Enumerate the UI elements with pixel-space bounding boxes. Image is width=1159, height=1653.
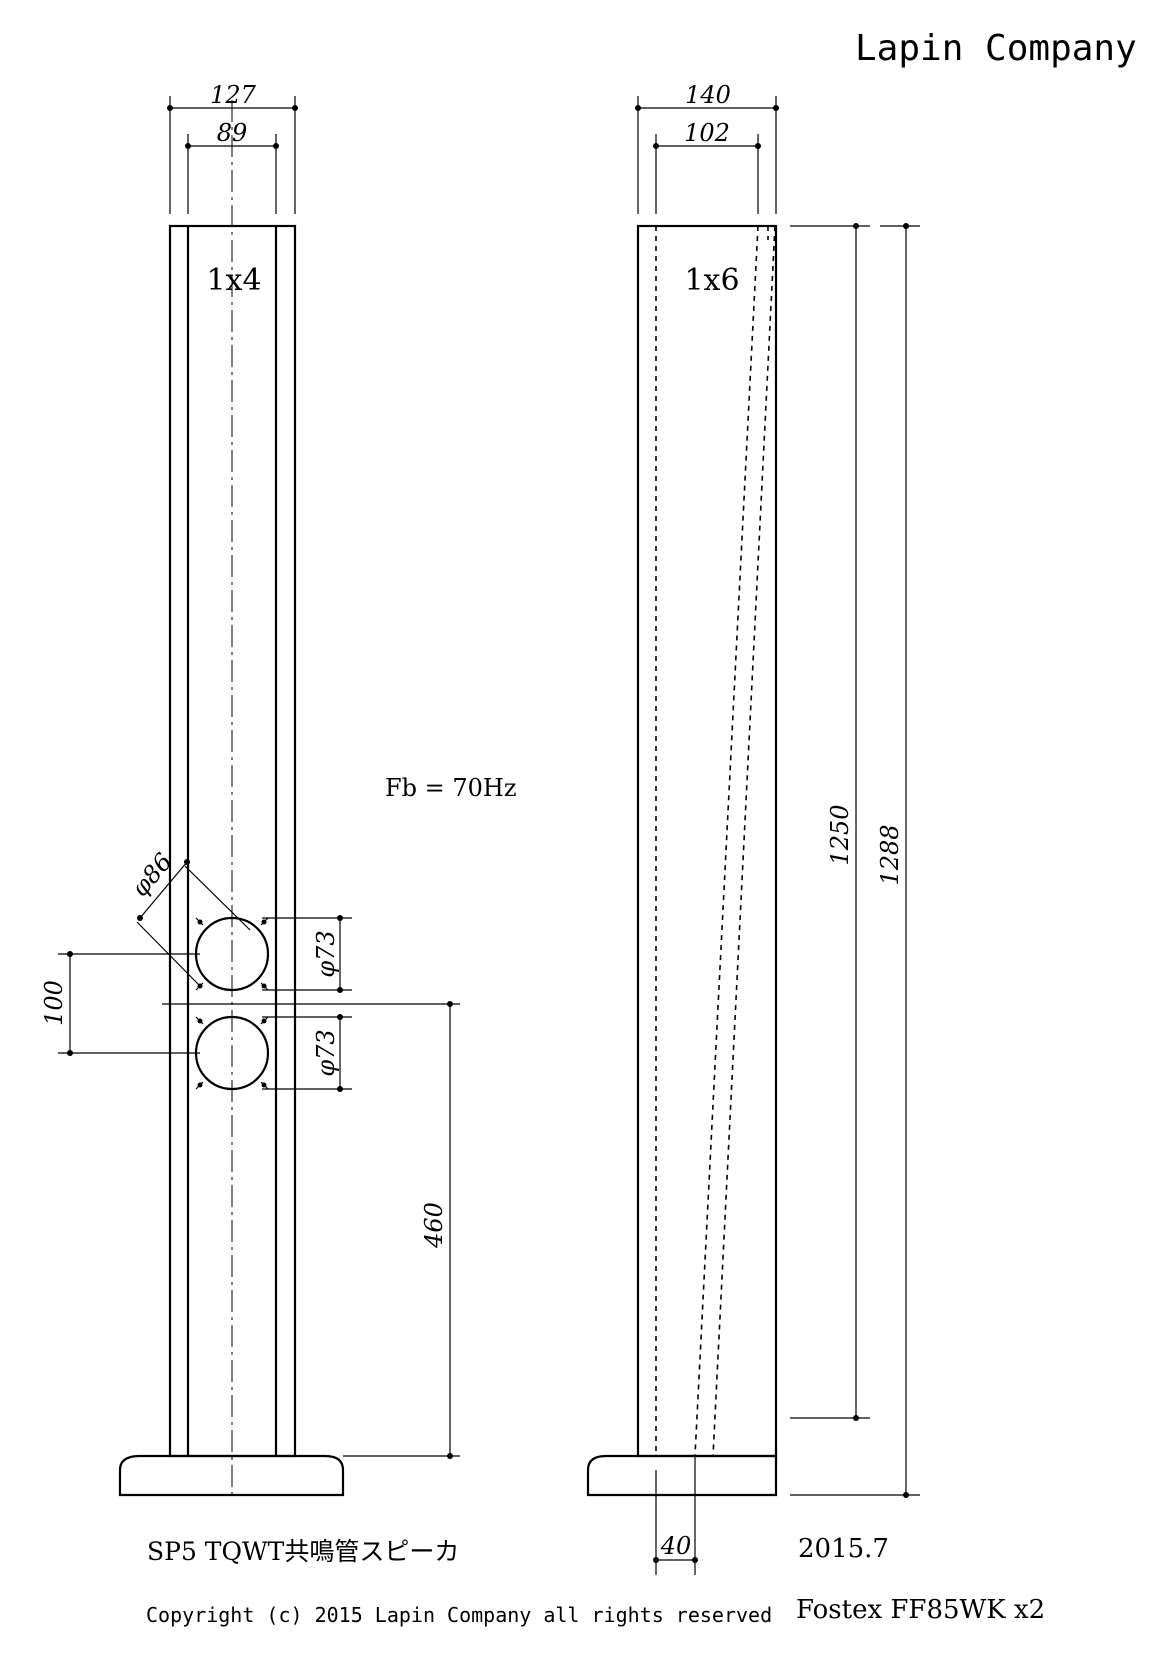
front-dim-inner: 89 (217, 119, 248, 147)
front-dim-hole-lower: φ73 (312, 1029, 340, 1076)
side-base (586, 1454, 778, 1497)
side-board-label: 1x6 (684, 263, 739, 298)
taper-board-left (694, 225, 759, 1457)
taper-board-right (712, 225, 776, 1457)
front-dim-outer: 127 (210, 81, 257, 109)
fb-note: Fb = 70Hz (385, 774, 517, 802)
side-view: 140 102 1x6 1250 1288 40 (586, 81, 920, 1575)
side-dim-outer: 140 (685, 81, 731, 109)
front-dim-hole-upper: φ73 (312, 930, 340, 977)
upper-screw-marks (195, 917, 269, 991)
front-dim-spacing: 100 (40, 980, 68, 1026)
front-base (118, 1454, 345, 1497)
front-board-label: 1x4 (206, 263, 261, 298)
lower-screw-marks (195, 1016, 269, 1090)
drawing-date: 2015.7 (798, 1534, 889, 1564)
side-dim-inner: 102 (684, 119, 730, 147)
drawing-title: SP5 TQWT共鳴管スピーカ (147, 1537, 459, 1566)
front-view: 127 89 1x4 φ86 (40, 81, 460, 1500)
side-board-outline (636, 224, 778, 1458)
front-dim-height-port: 460 (420, 1202, 448, 1249)
copyright-note: Copyright (c) 2015 Lapin Company all rig… (146, 1603, 772, 1627)
side-dim-height-total: 1288 (876, 824, 904, 885)
driver-note: Fostex FF85WK x2 (796, 1595, 1045, 1625)
side-dim-opening: 40 (660, 1532, 692, 1560)
side-dim-height-inner: 1250 (826, 804, 854, 865)
company-name: Lapin Company (855, 28, 1137, 69)
